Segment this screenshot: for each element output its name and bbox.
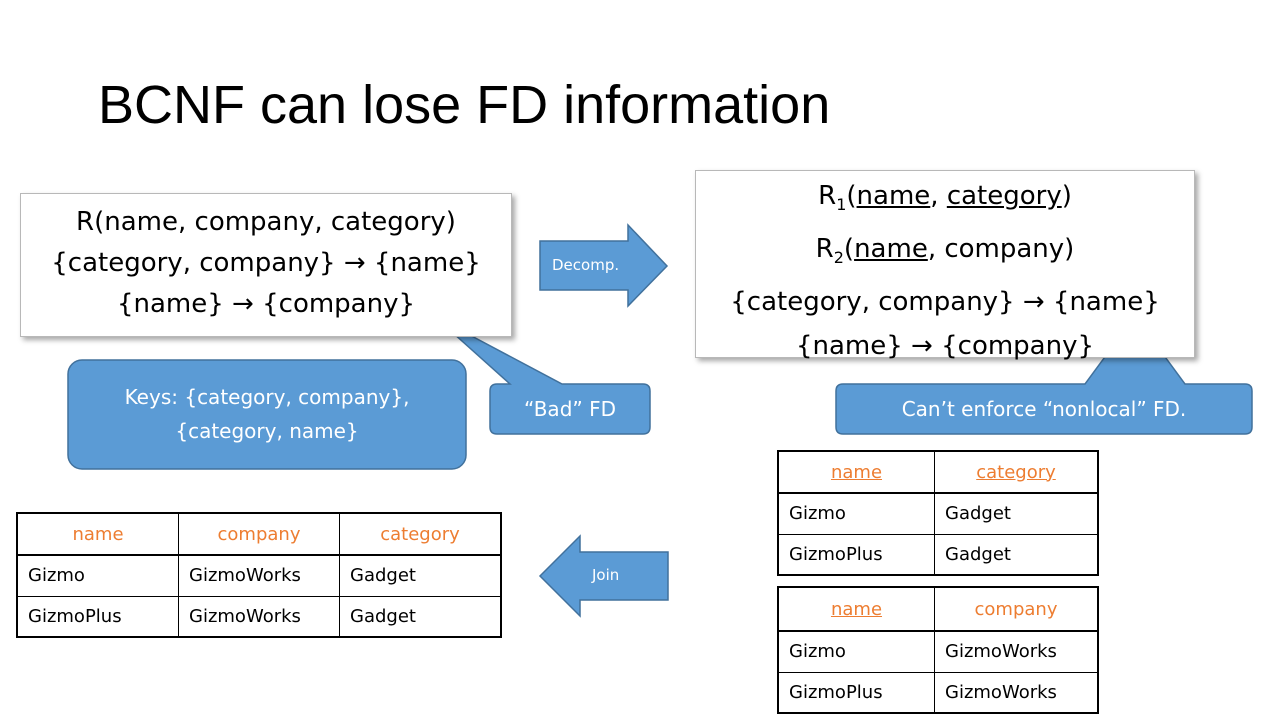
cell: Gadget (934, 493, 1099, 534)
keys-callout-shape (67, 359, 467, 470)
cell: Gizmo (777, 493, 935, 534)
bad-fd-callout: “Bad” FD (523, 397, 617, 421)
col-header-name: name (777, 587, 935, 631)
table-row: GizmoPlus Gadget (777, 534, 1099, 575)
r2-schema: R2(name, company) (815, 234, 1075, 268)
cell: GizmoWorks (934, 672, 1099, 713)
fd-name-company-decomp: {name} → {company} (795, 331, 1095, 362)
nonlocal-callout: Can’t enforce “nonlocal” FD. (901, 397, 1187, 421)
cell: GizmoPlus (16, 596, 179, 637)
decomp-arrow-shape (539, 223, 669, 308)
keys-callout: Keys: {category, company}, {category, na… (68, 380, 466, 448)
col-header-category: category (934, 451, 1099, 493)
cell: Gadget (934, 534, 1099, 575)
cell: Gizmo (777, 631, 935, 672)
table-row: Gizmo GizmoWorks Gadget (16, 555, 502, 596)
table-row: Gizmo GizmoWorks (777, 631, 1099, 672)
keys-line-2: {category, name} (175, 419, 359, 443)
decomp-label: Decomp. (552, 256, 620, 274)
cell: GizmoPlus (777, 672, 935, 713)
slide-title: BCNF can lose FD information (98, 75, 831, 135)
bad-fd-callout-shape (433, 315, 651, 435)
cell: GizmoPlus (777, 534, 935, 575)
cell: GizmoWorks (178, 596, 340, 637)
r1-schema: R1(name, category) (818, 181, 1072, 215)
decomposed-box: R1(name, category) R2(name, company) {ca… (695, 170, 1195, 361)
relation-box: R(name, company, category) {category, co… (20, 193, 512, 337)
cell: Gadget (339, 596, 502, 637)
r1-table: name category Gizmo Gadget GizmoPlus Gad… (777, 450, 1099, 576)
join-arrow-shape (538, 534, 669, 618)
r2-table: name company Gizmo GizmoWorks GizmoPlus … (777, 586, 1099, 714)
cell: GizmoWorks (934, 631, 1099, 672)
col-header-category: category (339, 513, 502, 555)
joined-table: name company category Gizmo GizmoWorks G… (16, 512, 502, 638)
fd-name-company: {name} → {company} (116, 289, 416, 319)
join-label: Join (592, 566, 620, 584)
table-row: Gizmo Gadget (777, 493, 1099, 534)
keys-line-1: Keys: {category, company}, (124, 385, 410, 409)
col-header-name: name (16, 513, 179, 555)
fd-category-company-decomp: {category, company} → {name} (730, 287, 1160, 318)
fd-category-company: {category, company} → {name} (51, 248, 481, 278)
table-row: GizmoPlus GizmoWorks (777, 672, 1099, 713)
cell: GizmoWorks (178, 555, 340, 596)
col-header-company: company (178, 513, 340, 555)
cell: Gadget (339, 555, 502, 596)
cell: Gizmo (16, 555, 179, 596)
relation-schema: R(name, company, category) (76, 207, 456, 237)
table-row: GizmoPlus GizmoWorks Gadget (16, 596, 502, 637)
col-header-company: company (934, 587, 1099, 631)
col-header-name: name (777, 451, 935, 493)
